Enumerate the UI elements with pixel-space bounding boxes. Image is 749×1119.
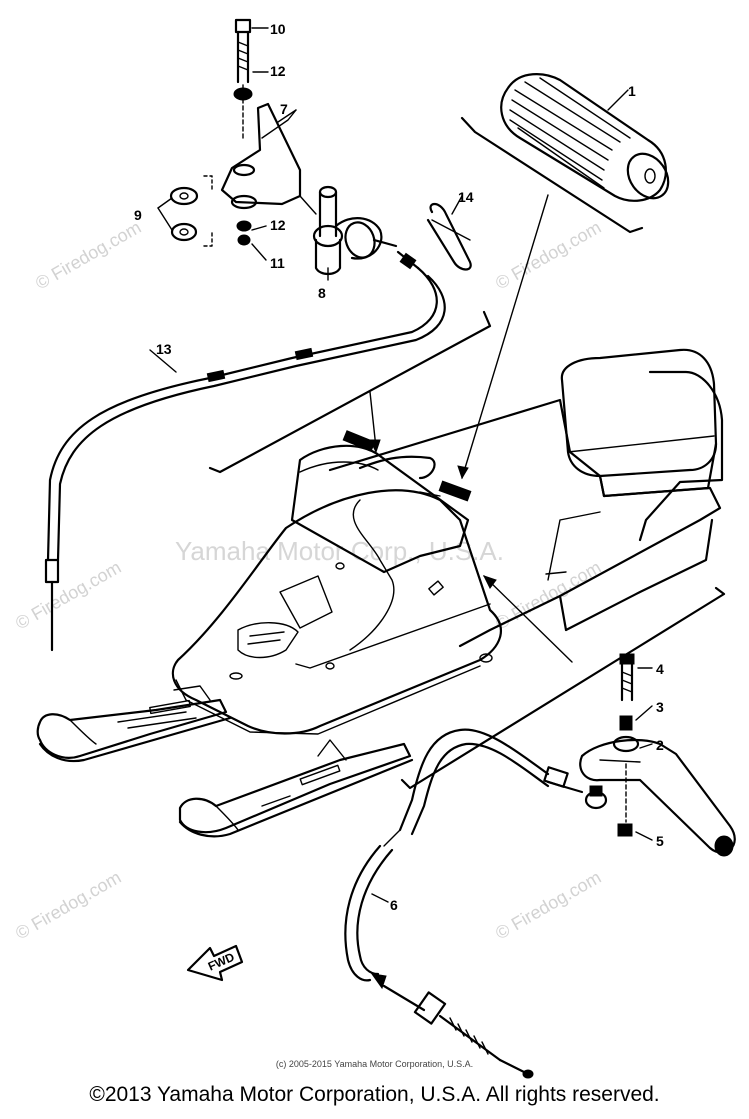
callout-1: 1	[628, 83, 636, 99]
callout-14: 14	[458, 189, 474, 205]
watermark-firedog: © Firedog.com	[492, 867, 604, 943]
callout-8: 8	[318, 285, 326, 301]
watermark-firedog: © Firedog.com	[32, 217, 144, 293]
forward-arrow: FWD	[186, 944, 244, 982]
callout-4: 4	[656, 661, 664, 677]
brake-cable-part	[344, 728, 608, 1079]
skis	[36, 685, 414, 838]
watermark-firedog: © Firedog.com	[12, 867, 124, 943]
washer-part	[233, 71, 269, 101]
watermark-firedog: © Firedog.com	[12, 557, 124, 633]
callout-10: 10	[270, 21, 286, 37]
watermark-firedog: © Firedog.com	[492, 217, 604, 293]
bolt-part	[234, 18, 269, 141]
small-copyright: (c) 2005-2015 Yamaha Motor Corporation, …	[275, 1059, 474, 1069]
nut-part	[236, 220, 267, 261]
grip-bracket-line	[457, 116, 644, 480]
callout-9: 9	[134, 207, 142, 223]
clip-part	[426, 195, 472, 271]
callout-12: 12	[270, 63, 286, 79]
spacer-part	[619, 705, 653, 731]
rubber-mounts	[157, 175, 213, 247]
callout-13: 13	[156, 341, 172, 357]
brake-lever-part	[579, 735, 736, 857]
callout-6: 6	[390, 897, 398, 913]
bracket-part	[220, 102, 302, 210]
callout-2: 2	[656, 737, 664, 753]
copyright-footer: ©2013 Yamaha Motor Corporation, U.S.A. A…	[89, 1083, 660, 1106]
throttle-housing-part	[299, 185, 398, 281]
callout-3: 3	[656, 699, 664, 715]
lever-nut-part	[617, 823, 653, 841]
forward-label: FWD	[206, 950, 237, 974]
snowmobile-body	[171, 348, 724, 735]
lever-pointer	[400, 575, 726, 790]
callout-layer: 1 2 3 4 5 6 7 8 9 10 11 12 12 13 14	[134, 21, 664, 913]
grip-part	[500, 73, 670, 202]
callout-11: 11	[270, 255, 285, 271]
handlebar-on-machine	[342, 430, 472, 651]
throttle-cable-part	[44, 250, 446, 652]
callout-12: 12	[270, 217, 286, 233]
watermark-yamaha: Yamaha Motor Corp., U.S.A.	[175, 536, 504, 566]
callout-5: 5	[656, 833, 664, 849]
handlebar-section-outline	[208, 310, 492, 474]
callout-7: 7	[280, 101, 288, 117]
lever-bolt-part	[619, 653, 653, 702]
